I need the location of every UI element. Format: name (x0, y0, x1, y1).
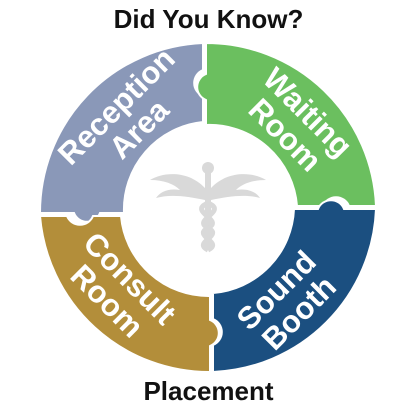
footer-caption: Placement (143, 376, 274, 406)
page-title: Did You Know? (113, 4, 304, 34)
caduceus-icon (150, 162, 266, 253)
segment-sound-booth (212, 199, 378, 374)
puzzle-ring (38, 41, 378, 374)
segment-consult-room (38, 215, 220, 374)
